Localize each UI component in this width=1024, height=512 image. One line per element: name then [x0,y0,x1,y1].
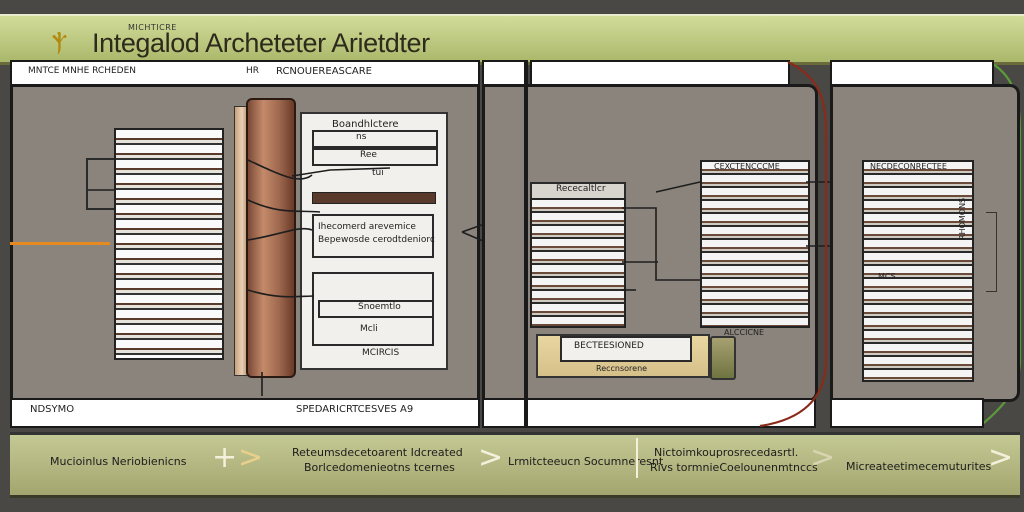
middle-lower-inner-box [560,336,692,362]
left-card-box-2-row-2-label: Mcli [360,324,378,334]
right-bracket [986,212,997,292]
right-table [862,160,974,382]
connector-path [247,199,321,213]
left-panel-label-a: MNTCE MNHE RCHEDEN [28,66,137,76]
left-stacked-list [114,128,224,360]
left-card-row-1-label: ns [356,132,367,142]
connector-path [247,159,313,180]
left-card-box-1-line-2: Bepewosde cerodtdeniorc [318,235,435,245]
middle-lower-green-block [710,336,736,380]
red-curve [759,61,828,428]
green-curve [979,61,1022,427]
connector-path [622,207,700,281]
left-card-box-1-line-1: Ihecomerd arevemice [318,222,416,232]
middle-divider [524,60,528,426]
bottom-divider [636,438,638,478]
left-panel-label-b: RCNOUEREASCARE [276,66,372,77]
left-card-row-2 [312,148,438,166]
bottom-item-4-line-1: Nictoimkouprosrecedasrtl. [654,446,799,459]
middle-panel-top-bar-2 [530,60,790,86]
right-table-title: NECDECONRECTEE [870,162,947,171]
left-card-box-2-row-1 [318,300,434,318]
middle-lower-box-sub: Reccnsorene [596,364,648,373]
bottom-item-2-line-1: Reteumsdecetoarent Idcreated [292,446,463,459]
right-vertical-label: RHOMONS [958,197,967,240]
left-card-row-1 [312,130,438,148]
right-panel-bottom-bar [830,398,984,428]
bottom-process-bar [10,432,1020,498]
page-title: Integalod Archeteter Arietdter [92,28,430,58]
left-card-box-2-row-1-label: Snoemtlo [358,302,401,312]
chevron-right-icon: > [238,440,264,475]
orange-connector-line [10,242,110,245]
middle-lower-box-label: BECTEESIONED [574,341,644,351]
plus-icon: + [212,440,238,475]
connector-path [655,181,701,193]
left-panel-bottom-label-b: SPEDARICRTCESVES A9 [296,404,414,415]
left-card-footer: MCIRCIS [362,348,400,358]
right-table-row-label: MCS [878,272,896,281]
left-panel-label-mark: HR [246,66,260,76]
connector-path [291,167,391,177]
left-card-row-2-label: Ree [360,150,377,160]
left-card-row-3-label: tui [372,168,384,178]
vertical-bus-cylinder-main [246,98,296,378]
connector-path [247,289,315,298]
chevron-right-icon: > [810,440,836,475]
left-card-brown-strip [312,192,436,204]
bottom-item-5: Micreateetimecemuturites [846,460,992,473]
middle-header-label: Rececaltlcr [556,184,606,194]
bottom-item-2-line-2: Borlcedomenieotns tcernes [304,461,455,474]
chevron-right-icon: > [478,440,504,475]
left-list-bracket [86,158,118,210]
left-panel-bottom-bar [10,398,480,428]
right-panel-top-bar [830,60,994,86]
left-card-box-1 [312,214,434,258]
left-card-title: Boandhlctere [332,119,399,130]
bottom-item-4-line-2: Rivs tormnieCoelounenmtnccs [650,461,818,474]
bottom-item-1: Mucioinlus Neriobienicns [50,455,187,468]
middle-right-list [700,160,810,328]
middle-table-title: CEXCTENCCCME [714,162,780,171]
middle-panel-bottom-bar [482,398,816,428]
header-subtitle: MICHTICRE [128,23,177,32]
middle-left-list [530,198,626,328]
chevron-right-icon: > [988,440,1014,475]
logo-icon: ⲯ [52,22,68,55]
middle-side-label: ALCCICNE [724,328,765,337]
connector-path [247,227,313,241]
bottom-item-3: Lrmitcteeucn Socumneresnt [508,455,664,468]
left-panel-bottom-label-a: NDSYMO [30,404,75,415]
